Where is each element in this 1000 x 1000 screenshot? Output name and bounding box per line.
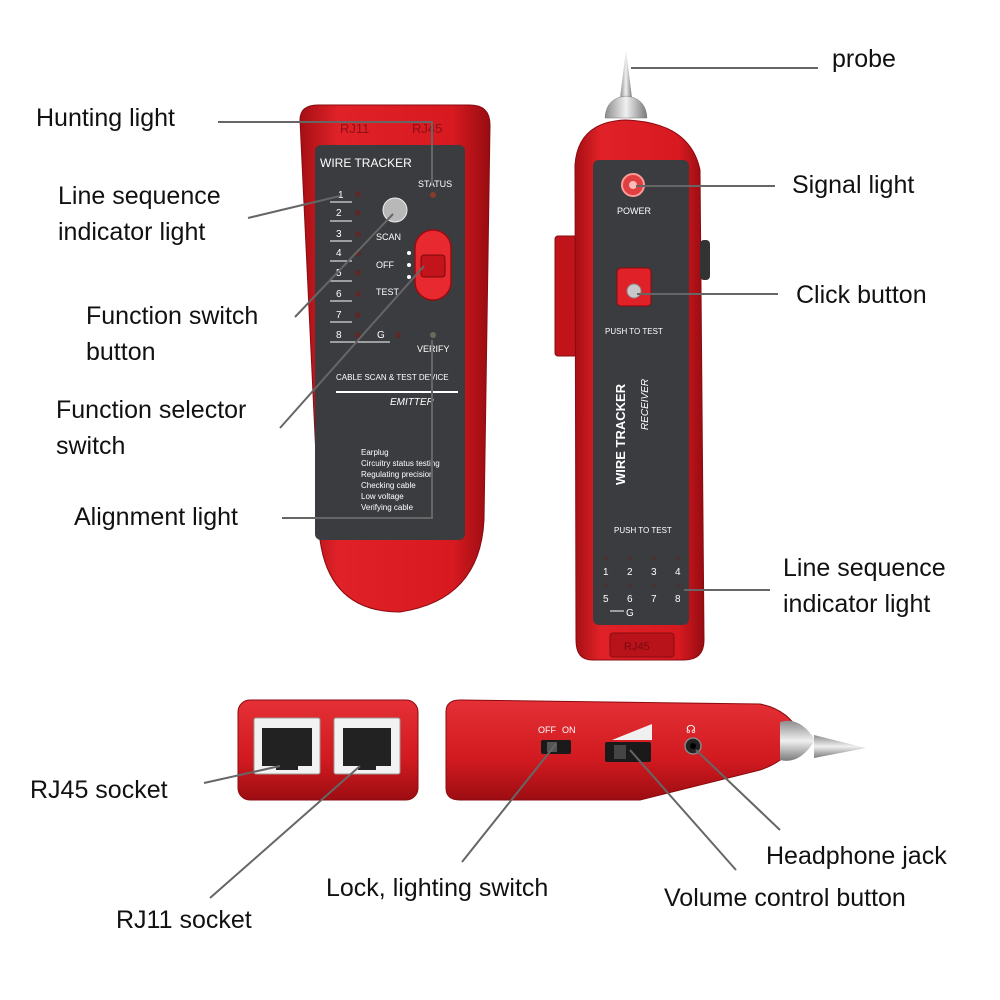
emitter-port-rj11-label: RJ11: [340, 121, 369, 136]
volume-control-button[interactable]: [605, 742, 651, 762]
callout-rj45-socket: RJ45 socket: [30, 776, 168, 804]
emitter-ground-label: G: [377, 330, 385, 341]
leader-alignment-light: [282, 340, 433, 519]
callout-volume-control-button: Volume control button: [664, 884, 906, 912]
receiver-push-to-test-label-2: PUSH TO TEST: [614, 526, 672, 535]
callout-alignment-light: Alignment light: [74, 503, 238, 531]
emitter-function-item: Verifying cable: [361, 503, 414, 512]
leader-headphone: [695, 749, 781, 831]
callout-line-sequence-emitter-1: Line sequence: [58, 182, 221, 210]
emitter-line-numbers: 1 2 3 4 5 6 7 8 G: [336, 190, 385, 341]
callout-function-selector-1: Function selector: [56, 396, 247, 424]
emitter-verify-label: VERIFY: [417, 344, 450, 354]
function-switch-button[interactable]: [382, 197, 408, 223]
leader-line-sequence-emitter: [247, 195, 341, 219]
receiver-sequence-leds: [604, 556, 680, 587]
callout-probe: probe: [832, 45, 896, 73]
callout-function-switch-2: button: [86, 338, 156, 366]
receiver-number: 2: [627, 567, 633, 578]
emitter-sequence-leds: [355, 191, 401, 338]
emitter-number: 5: [336, 268, 342, 279]
side-on-label: ON: [562, 725, 576, 735]
leader-rj11: [209, 765, 361, 899]
emitter-number: 6: [336, 289, 342, 300]
probe-tip-side: [814, 735, 866, 758]
emitter-label: EMITTER: [390, 397, 434, 408]
callout-line-sequence-receiver-2: indicator light: [783, 590, 931, 618]
receiver-number: 6: [627, 594, 633, 605]
emitter-device-label: CABLE SCAN & TEST DEVICE: [336, 373, 449, 382]
leader-function-switch: [294, 213, 394, 318]
receiver-number: 3: [651, 567, 657, 578]
receiver-ground-label: G: [626, 608, 634, 619]
emitter-number: 3: [336, 229, 342, 240]
emitter-status-label: STATUS: [418, 179, 452, 189]
receiver-device: POWER PUSH TO TEST WIRE TRACKER RECEIVER…: [554, 50, 710, 661]
leader-function-selector: [279, 265, 425, 429]
receiver-number: 1: [603, 567, 609, 578]
headphone-icon: ☊: [686, 724, 696, 736]
receiver-number: 5: [603, 594, 609, 605]
callout-rj11-socket: RJ11 socket: [116, 906, 252, 934]
receiver-number: 8: [675, 594, 681, 605]
emitter-function-item: Low voltage: [361, 492, 404, 501]
emitter-function-item: Earplug: [361, 448, 389, 457]
alignment-light: [430, 332, 436, 338]
callout-lock-lighting-switch: Lock, lighting switch: [326, 874, 549, 902]
emitter-function-item: Regulating precision: [361, 470, 434, 479]
emitter-off-label: OFF: [376, 260, 394, 270]
emitter-test-label: TEST: [376, 287, 400, 297]
leader-volume: [629, 749, 737, 871]
receiver-power-label: POWER: [617, 206, 652, 216]
leader-hunting-light: [218, 121, 433, 185]
callout-headphone-jack: Headphone jack: [766, 842, 947, 870]
receiver-number: 4: [675, 567, 681, 578]
callout-line-sequence-receiver-1: Line sequence: [783, 554, 946, 582]
callout-signal-light: Signal light: [792, 171, 915, 199]
emitter-device: RJ11 RJ45 WIRE TRACKER STATUS 1 2 3 4 5 …: [299, 104, 491, 613]
callout-line-sequence-emitter-2: indicator light: [58, 218, 206, 246]
emitter-title: WIRE TRACKER: [320, 156, 412, 170]
emitter-number: 8: [336, 330, 342, 341]
receiver-number: 7: [651, 594, 657, 605]
probe-tip: [620, 50, 632, 98]
receiver-side-view: OFF ON ☊: [445, 699, 866, 801]
receiver-bottom-port: [609, 632, 675, 658]
emitter-number: 2: [336, 208, 342, 219]
emitter-scan-label: SCAN: [376, 232, 401, 242]
emitter-end-view: [237, 699, 419, 801]
callout-function-selector-2: switch: [56, 432, 126, 460]
emitter-number: 1: [338, 190, 344, 201]
leader-lines: [203, 67, 818, 899]
emitter-number: 4: [336, 248, 342, 259]
callout-hunting-light: Hunting light: [36, 104, 175, 132]
hunting-light: [430, 192, 436, 198]
leader-lock-switch: [461, 743, 557, 863]
receiver-bottom-port-label: RJ45: [624, 641, 650, 653]
emitter-function-item: Checking cable: [361, 481, 416, 490]
emitter-function-item: Circuitry status testing: [361, 459, 440, 468]
callout-function-switch-1: Function switch: [86, 302, 259, 330]
leader-rj45: [203, 765, 281, 784]
receiver-title: WIRE TRACKER: [613, 383, 628, 485]
emitter-number: 7: [336, 310, 342, 321]
emitter-port-rj45-label: RJ45: [412, 121, 442, 136]
emitter-function-list: Earplug Circuitry status testing Regulat…: [361, 448, 440, 512]
receiver-push-to-test-label: PUSH TO TEST: [605, 327, 663, 336]
receiver-subtitle: RECEIVER: [640, 379, 651, 430]
receiver-line-numbers: 1 2 3 4 5 6 7 8 G: [603, 567, 681, 619]
callout-click-button: Click button: [796, 281, 927, 309]
side-off-label: OFF: [538, 725, 556, 735]
